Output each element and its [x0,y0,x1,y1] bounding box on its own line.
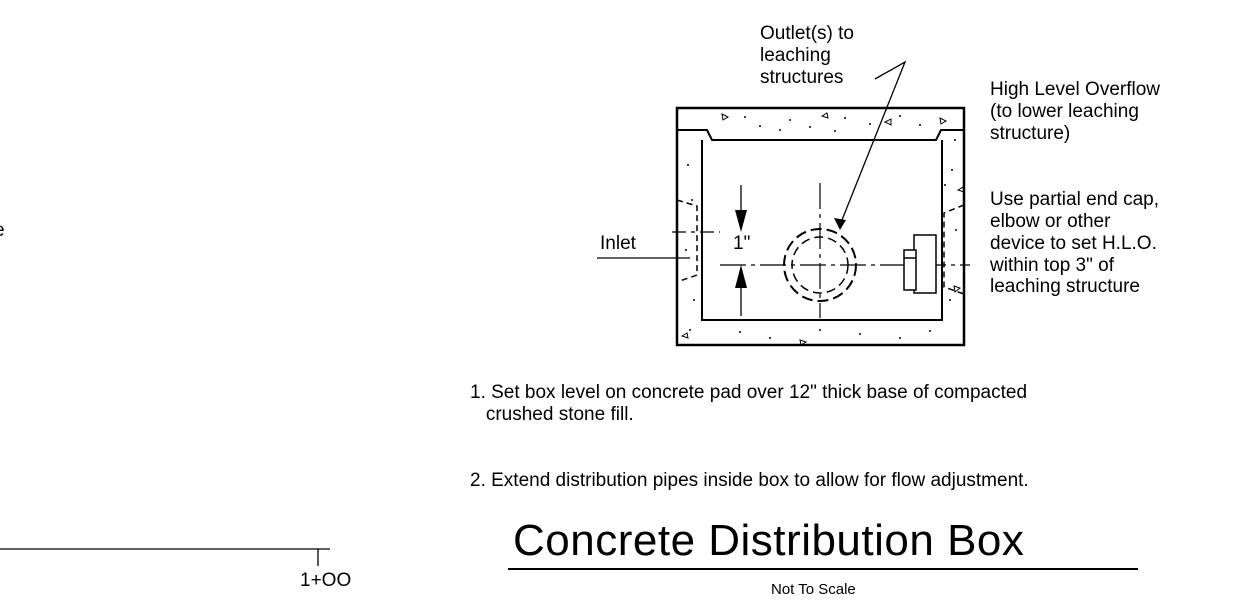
dim-arrow-bottom-head [735,265,747,288]
box-outer-wall [675,106,966,347]
outlet-callout: Outlet(s) to leaching structures [760,23,854,88]
edge-text-fragment: e [0,220,5,242]
drawing-title: Concrete Distribution Box [513,516,1025,565]
outlet-leader [839,60,907,226]
note-2: 2. Extend distribution pipes inside box … [470,470,1029,491]
station-label: 1+OO [300,570,352,591]
box-inner-wall [701,140,943,321]
dimension-label: 1" [733,233,751,254]
concrete-texture [685,115,957,339]
outlet-knockout [943,204,965,295]
aggregate-marks [680,112,965,346]
outlet-pipe-outer [783,228,857,302]
box-lid [677,129,964,141]
dim-arrow-top-head [735,210,747,232]
hlo-callout: High Level Overflow (to lower leaching s… [990,79,1161,144]
drawing-subtitle: Not To Scale [771,581,856,598]
inlet-knockout [676,199,698,283]
note-1: 1. Set box level on concrete pad over 12… [470,382,1028,425]
end-cap-device [903,234,937,294]
inlet-label: Inlet [600,233,636,254]
outlet-leader-arrowhead [834,218,846,230]
outlet-pipe-inner [791,236,849,294]
endcap-callout: Use partial end cap, elbow or other devi… [990,189,1159,298]
